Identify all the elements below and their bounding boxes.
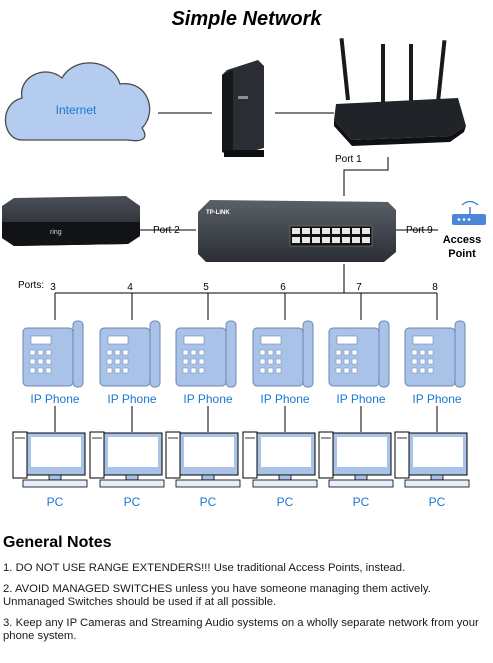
ip-phone-icon: [175, 320, 237, 388]
pc-label: PC: [353, 495, 370, 509]
ip-phone-label: IP Phone: [107, 392, 156, 406]
pc-icon: [394, 431, 470, 488]
ip-phone-icon: [252, 320, 314, 388]
port-number: 3: [50, 282, 56, 293]
switch-brand: TP-LINK: [206, 210, 230, 216]
router-icon: [334, 38, 466, 146]
ip-phone-label: IP Phone: [183, 392, 232, 406]
pc-icon: [89, 431, 165, 488]
notes-list: 1. DO NOT USE RANGE EXTENDERS!!! Use tra…: [3, 562, 483, 651]
pc-label: PC: [200, 495, 217, 509]
note-number: 2.: [3, 583, 13, 595]
ip-phone-icon: [404, 320, 466, 388]
pc-label: PC: [277, 495, 294, 509]
note-text: DO NOT USE RANGE EXTENDERS!!! Use tradit…: [15, 562, 406, 574]
ip-phone-label: IP Phone: [336, 392, 385, 406]
ap-label-line2: Point: [448, 248, 476, 260]
switch-icon: TP-LINK: [198, 200, 396, 262]
ip-phone-icon: [328, 320, 390, 388]
ip-phone-icon: [99, 320, 161, 388]
ip-phone-label: IP Phone: [412, 392, 461, 406]
nvr-port-label: Port 2: [153, 225, 180, 236]
modem-icon: [222, 60, 264, 157]
nvr-icon: ring: [2, 196, 140, 246]
port-number: 6: [280, 282, 286, 293]
notes-heading: General Notes: [3, 534, 112, 551]
pc-icon: [318, 431, 394, 488]
connection-lines: [54, 112, 438, 432]
note-number: 3.: [3, 617, 13, 629]
pc-label: PC: [124, 495, 141, 509]
ports-label: Ports:: [18, 280, 44, 291]
pc-icon: [165, 431, 241, 488]
note-text: AVOID MANAGED SWITCHES unless you have s…: [3, 583, 431, 608]
port-number: 8: [432, 282, 438, 293]
ip-phone-label: IP Phone: [260, 392, 309, 406]
ap-port-label: Port 9: [406, 225, 433, 236]
note-item: 3. Keep any IP Cameras and Streaming Aud…: [3, 617, 483, 643]
pc-label: PC: [429, 495, 446, 509]
pc-icon: [12, 431, 88, 488]
pc-label: PC: [47, 495, 64, 509]
internet-label: Internet: [56, 103, 97, 117]
note-text: Keep any IP Cameras and Streaming Audio …: [3, 617, 479, 642]
port-number: 4: [127, 282, 133, 293]
port-number: 5: [203, 282, 209, 293]
note-number: 1.: [3, 562, 13, 574]
note-item: 2. AVOID MANAGED SWITCHES unless you hav…: [3, 583, 483, 609]
note-item: 1. DO NOT USE RANGE EXTENDERS!!! Use tra…: [3, 562, 483, 575]
nvr-brand: ring: [50, 229, 62, 236]
ip-phone-icon: [22, 320, 84, 388]
ip-phone-label: IP Phone: [30, 392, 79, 406]
router-port-label: Port 1: [335, 154, 362, 165]
network-diagram: Internet Port 1 ring Port 2 TP-LINK Port…: [2, 38, 486, 509]
ap-label-line1: Access: [443, 234, 482, 246]
diagram-title: Simple Network: [171, 8, 322, 30]
line-router-switch: [343, 157, 389, 196]
cloud-icon: Internet: [4, 62, 151, 142]
pc-icon: [242, 431, 318, 488]
access-point-icon: [452, 200, 486, 225]
port-number: 7: [356, 282, 362, 293]
